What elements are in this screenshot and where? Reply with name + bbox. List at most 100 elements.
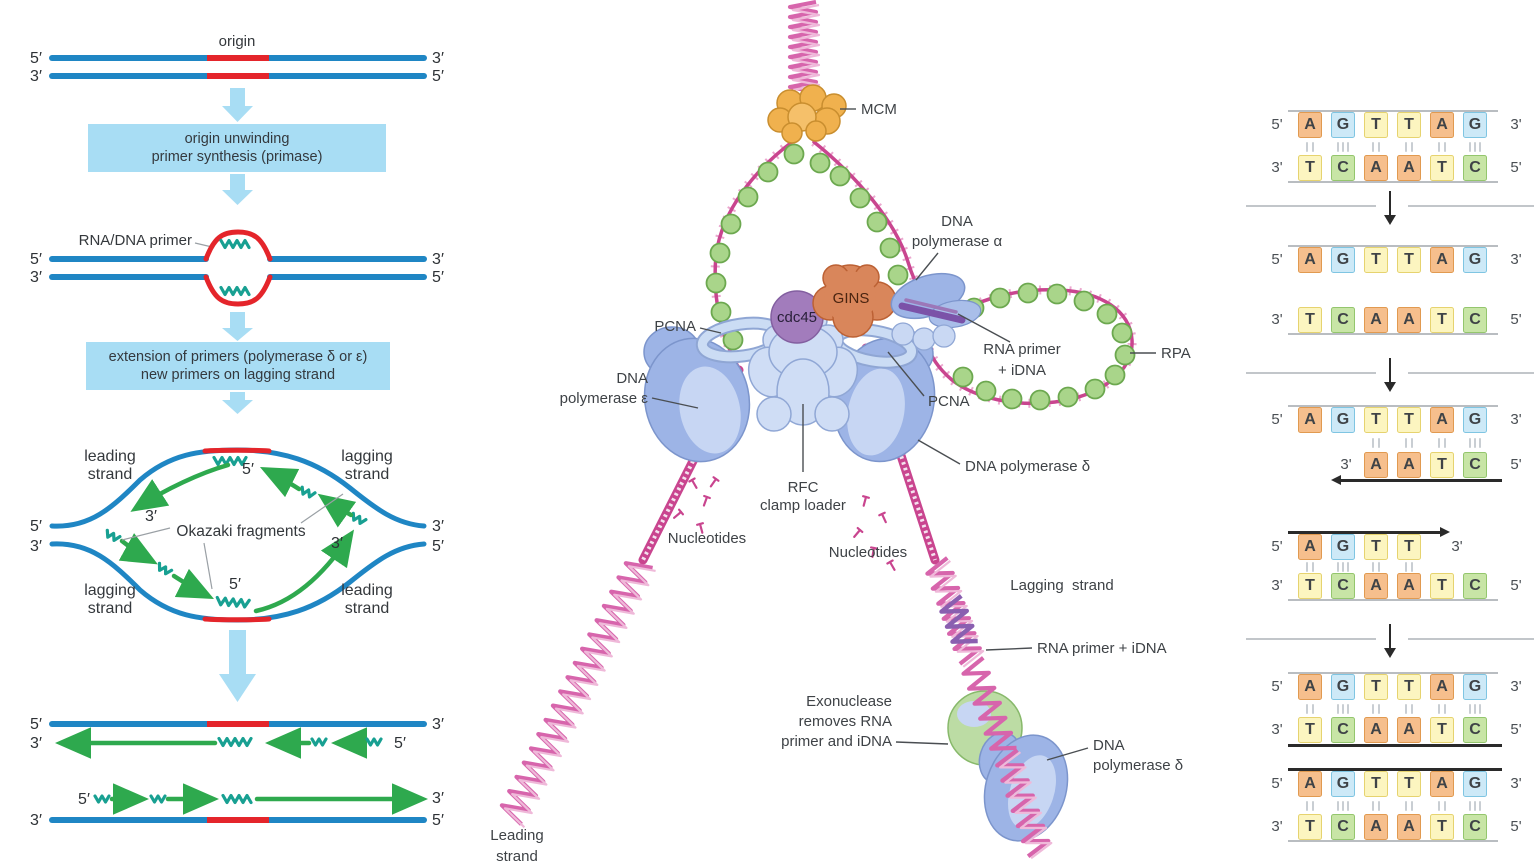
step-arrow bbox=[222, 174, 253, 205]
base-box-T: T bbox=[1364, 407, 1388, 433]
lagging-strand-label: strand bbox=[88, 600, 132, 617]
base-box-T: T bbox=[1364, 112, 1388, 138]
base-box-A: A bbox=[1430, 112, 1454, 138]
base-box-C: C bbox=[1463, 307, 1487, 333]
pointer-line bbox=[651, 397, 699, 409]
hydrogen-bonds bbox=[1347, 703, 1349, 714]
hydrogen-bonds bbox=[1438, 703, 1440, 714]
primer-squiggle bbox=[217, 736, 253, 748]
base-box-A: A bbox=[1397, 307, 1421, 333]
hydrogen-bonds bbox=[1337, 561, 1339, 572]
step-arrow-head bbox=[1384, 382, 1396, 392]
pol-epsilon-label: DNA bbox=[616, 370, 648, 387]
base-box-A: A bbox=[1298, 674, 1322, 700]
hydrogen-bonds bbox=[1378, 703, 1380, 714]
base-box-G: G bbox=[1331, 112, 1355, 138]
pointer-line bbox=[895, 741, 949, 745]
base-box-G: G bbox=[1331, 534, 1355, 560]
strand-end-label: 5' bbox=[1271, 116, 1283, 133]
pointer-line bbox=[203, 542, 213, 590]
strand-end-label: 5' bbox=[1510, 577, 1522, 594]
nucleotides-label: Nucleotides bbox=[829, 544, 907, 561]
hydrogen-bonds bbox=[1372, 800, 1374, 811]
parent-dna-coil bbox=[787, 0, 819, 95]
strand-end-label: 3' bbox=[1510, 775, 1522, 792]
strand-end-label: 5′ bbox=[432, 269, 444, 286]
rna-primer-squiggle bbox=[219, 285, 251, 297]
strand-end-label: 5′ bbox=[229, 576, 241, 593]
step-arrow-head bbox=[1384, 215, 1396, 225]
step-box-text: origin unwinding bbox=[185, 131, 290, 147]
lagging-product-helix bbox=[999, 751, 1053, 860]
pointer-line bbox=[985, 647, 1033, 651]
primer-squiggle bbox=[149, 794, 167, 804]
lagging-product-helix bbox=[961, 656, 1017, 751]
step-box-text: extension of primers (polymerase δ or ε) bbox=[109, 349, 368, 365]
strand-backbone bbox=[1288, 840, 1498, 842]
base-box-T: T bbox=[1298, 155, 1322, 181]
hydrogen-bonds bbox=[1405, 703, 1407, 714]
hydrogen-bonds bbox=[1372, 703, 1374, 714]
lagging-strand-label: lagging bbox=[84, 582, 136, 599]
pol-delta-label: DNA polymerase δ bbox=[965, 458, 1090, 475]
hydrogen-bonds bbox=[1405, 800, 1407, 811]
primer-squiggle bbox=[93, 794, 111, 804]
hydrogen-bonds bbox=[1405, 141, 1407, 152]
strand-backbone bbox=[1288, 599, 1498, 601]
hydrogen-bonds bbox=[1474, 437, 1476, 448]
strand-end-label: 3′ bbox=[30, 269, 42, 286]
base-box-A: A bbox=[1298, 407, 1322, 433]
base-box-G: G bbox=[1463, 771, 1487, 797]
hydrogen-bonds bbox=[1378, 141, 1380, 152]
pol-alpha-label: polymerase α bbox=[912, 233, 1003, 250]
cdc45-label: cdc45 bbox=[777, 309, 817, 326]
base-box-A: A bbox=[1298, 247, 1322, 273]
base-box-A: A bbox=[1364, 452, 1388, 478]
leading-product-helix bbox=[503, 565, 656, 829]
base-box-A: A bbox=[1430, 407, 1454, 433]
hydrogen-bonds bbox=[1312, 141, 1314, 152]
hydrogen-bonds bbox=[1438, 437, 1440, 448]
strand-end-label: 5' bbox=[1271, 678, 1283, 695]
base-box-C: C bbox=[1331, 307, 1355, 333]
base-box-A: A bbox=[1298, 112, 1322, 138]
base-box-G: G bbox=[1463, 407, 1487, 433]
step-arrow bbox=[222, 312, 253, 341]
base-box-C: C bbox=[1331, 814, 1355, 840]
base-box-C: C bbox=[1331, 155, 1355, 181]
strand-end-label: 5′ bbox=[78, 791, 90, 808]
base-box-A: A bbox=[1364, 717, 1388, 743]
new-strand-backbone bbox=[1288, 531, 1440, 534]
leading-strand-arrow bbox=[253, 529, 355, 614]
base-box-A: A bbox=[1397, 814, 1421, 840]
strand-end-label: 5′ bbox=[30, 50, 42, 67]
rna-primer-idna-segment bbox=[939, 594, 978, 644]
base-box-T: T bbox=[1298, 717, 1322, 743]
hydrogen-bonds bbox=[1474, 703, 1476, 714]
strand-end-label: 3' bbox=[1510, 251, 1522, 268]
hydrogen-bonds bbox=[1372, 437, 1374, 448]
pol-delta-lagging-label: polymerase δ bbox=[1093, 757, 1183, 774]
strand-end-label: 3′ bbox=[432, 716, 444, 733]
step-arrow bbox=[1389, 358, 1391, 382]
hydrogen-bonds bbox=[1312, 561, 1314, 572]
strand-end-label: 3' bbox=[1271, 721, 1283, 738]
rna-primer-label: RNA primer bbox=[983, 341, 1061, 358]
hydrogen-bonds bbox=[1378, 437, 1380, 448]
step-divider bbox=[1246, 372, 1376, 374]
base-box-A: A bbox=[1364, 573, 1388, 599]
base-box-T: T bbox=[1364, 674, 1388, 700]
gins-label: GINS bbox=[833, 290, 870, 307]
strand-end-label: 3′ bbox=[30, 538, 42, 555]
base-box-A: A bbox=[1430, 771, 1454, 797]
hydrogen-bonds bbox=[1444, 437, 1446, 448]
primer-squiggle bbox=[212, 455, 248, 467]
strand-end-label: 5′ bbox=[30, 251, 42, 268]
hydrogen-bonds bbox=[1474, 141, 1476, 152]
base-box-T: T bbox=[1364, 534, 1388, 560]
base-box-A: A bbox=[1364, 155, 1388, 181]
hydrogen-bonds bbox=[1306, 703, 1308, 714]
step-divider bbox=[1246, 638, 1376, 640]
strand-end-label: 5′ bbox=[432, 538, 444, 555]
base-box-T: T bbox=[1430, 307, 1454, 333]
